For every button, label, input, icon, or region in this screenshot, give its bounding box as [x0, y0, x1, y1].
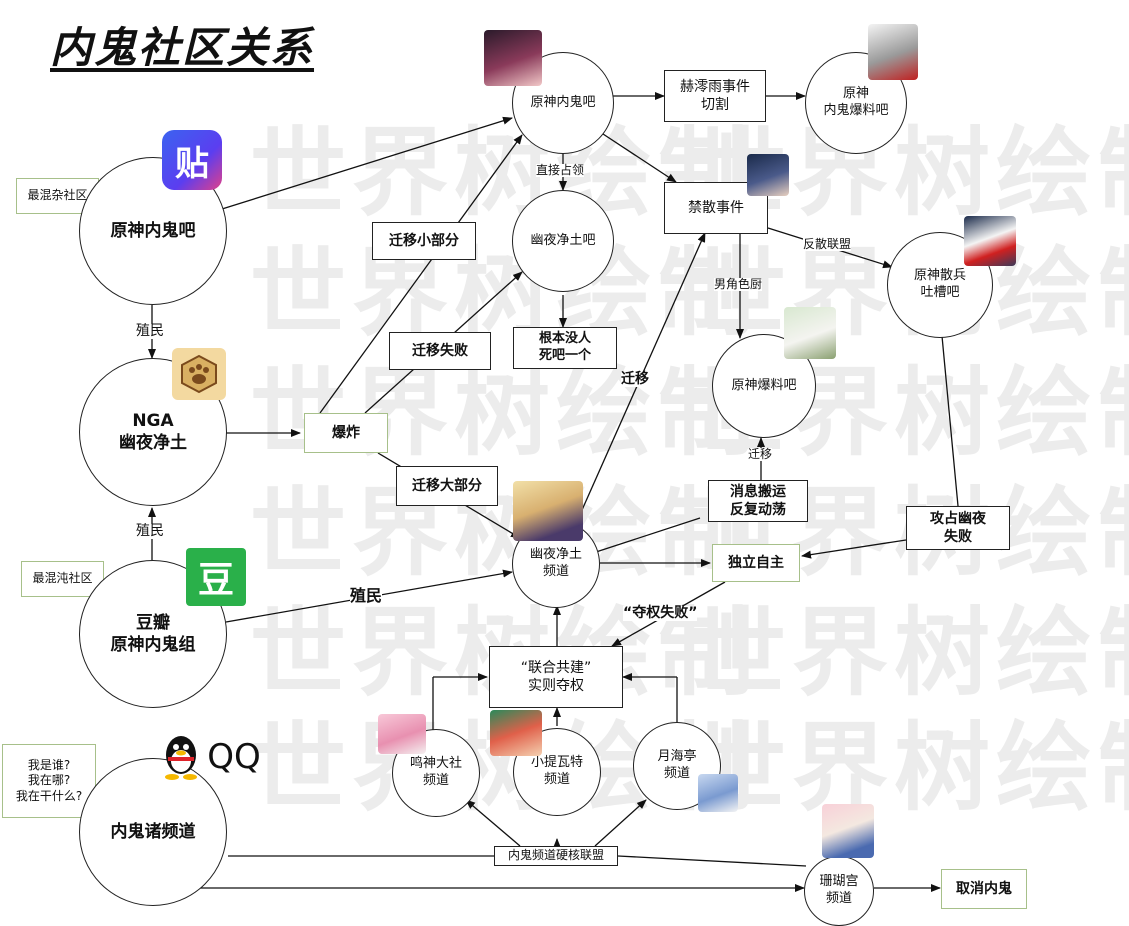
label-fansan: 反散联盟: [803, 237, 852, 252]
node-sanbing-label: 原神散兵 吐槽吧: [913, 268, 966, 300]
node-baoliao-ba[interactable]: 原神爆料吧: [712, 334, 816, 438]
avatar-neigui-ba: [484, 30, 542, 86]
node-youye-channel-label: 幽夜净土 频道: [529, 547, 582, 579]
node-douban-label: 豆瓣 原神内鬼组: [110, 612, 196, 655]
box-qianyi-da[interactable]: 迁移大部分: [396, 466, 498, 506]
box-genben[interactable]: 根本没人 死吧一个: [513, 327, 617, 369]
avatar-tiwate: [490, 710, 542, 756]
box-duli[interactable]: 独立自主: [712, 544, 800, 582]
label-duoquan: “夺权失败”: [623, 605, 698, 622]
box-qianyi-xiao[interactable]: 迁移小部分: [372, 222, 476, 260]
douban-note: 最混沌社区: [21, 561, 104, 597]
edge-channel-to-xiaoxi: [595, 517, 701, 553]
edge-sanbing-to-gongzhan: [941, 335, 959, 507]
edge-lianmeng-to-mingshen: [465, 799, 521, 847]
avatar-jinsan: [747, 154, 789, 196]
node-sanbing-ba[interactable]: 原神散兵 吐槽吧: [887, 232, 993, 338]
box-lianmeng[interactable]: 内鬼频道硬核联盟: [494, 846, 618, 866]
box-lianhe[interactable]: “联合共建” 实则夺权: [489, 646, 623, 708]
node-shanhu-label: 珊瑚宫 频道: [819, 874, 859, 906]
box-quxiao[interactable]: 取消内鬼: [941, 869, 1027, 909]
box-xiaoxi-label: 消息搬运 反复动荡: [730, 483, 786, 518]
edge-tieba-to-neigui-ba: [221, 116, 513, 210]
box-gongzhan[interactable]: 攻占幽夜 失败: [906, 506, 1010, 550]
paw-icon: [181, 354, 217, 394]
node-yuehai-label: 月海亭 频道: [657, 749, 697, 781]
douban-icon-glyph: 豆: [197, 560, 234, 601]
label-qianyi: 迁移: [621, 371, 649, 388]
douban-icon: 豆: [186, 548, 246, 606]
box-baozha[interactable]: 爆炸: [304, 413, 388, 453]
avatar-neigui-baoliao: [868, 24, 918, 80]
edge-lianmeng-to-shanhu: [617, 855, 807, 867]
avatar-youye-channel: [513, 481, 583, 541]
node-shanhu[interactable]: 珊瑚宫 频道: [804, 856, 874, 926]
tieba-icon: 贴: [162, 130, 222, 190]
box-hexiyu[interactable]: 赫澪雨事件 切割: [664, 70, 766, 122]
avatar-baoliao: [784, 307, 836, 359]
node-tiwate-label: 小提瓦特 频道: [530, 755, 583, 787]
label-zhimin-douban-nga: 殖民: [136, 523, 164, 540]
node-qq-channels[interactable]: 内鬼诸频道: [79, 758, 227, 906]
box-gongzhan-label: 攻占幽夜 失败: [930, 510, 986, 545]
edge-lianmeng-to-yuehai: [594, 799, 647, 847]
label-qianyi2: 迁移: [748, 447, 773, 462]
label-zhijie: 直接占领: [536, 163, 585, 178]
box-qianyi-shibai[interactable]: 迁移失败: [389, 332, 491, 370]
node-yuanshen-neigui-ba[interactable]: 原神内鬼吧: [512, 52, 614, 154]
qq-icon: QQ: [156, 732, 264, 782]
box-lianhe-label: “联合共建” 实则夺权: [520, 659, 592, 694]
node-nga-label: NGA 幽夜净土: [119, 410, 187, 453]
avatar-yuehai: [698, 774, 738, 812]
avatar-shanhu: [822, 804, 874, 858]
edge-neigui-to-jinsan: [599, 131, 677, 183]
diagram-title: 内鬼社区关系: [50, 23, 315, 72]
node-mingshen-label: 鸣神大社 频道: [409, 756, 462, 788]
qq-note-label: 我是谁? 我在哪? 我在干什么?: [15, 757, 83, 803]
label-zhimin-douban-channel: 殖民: [350, 586, 383, 605]
box-genben-label: 根本没人 死吧一个: [538, 331, 591, 363]
edge-gongzhan-to-duli: [801, 539, 907, 559]
edge-baozha-to-neigui-ba: [319, 134, 523, 414]
label-zhimin-tieba-nga: 殖民: [136, 323, 164, 340]
box-hexiyu-label: 赫澪雨事件 切割: [680, 78, 750, 113]
qq-text: QQ: [207, 737, 261, 777]
box-xiaoxi[interactable]: 消息搬运 反复动荡: [708, 480, 808, 522]
avatar-mingshen: [378, 714, 426, 754]
nga-icon: [172, 348, 226, 400]
edge-channel-to-jinsan: [581, 232, 706, 511]
penguin-icon: [165, 736, 198, 780]
avatar-sanbing: [964, 216, 1016, 266]
label-nanjiao: 男角色厨: [714, 277, 763, 292]
node-youye-ba[interactable]: 幽夜净土吧: [512, 190, 614, 292]
tieba-icon-glyph: 贴: [175, 143, 209, 184]
node-neigui-baoliao-label: 原神 内鬼爆料吧: [823, 86, 889, 118]
qq-note: 我是谁? 我在哪? 我在干什么?: [2, 744, 96, 818]
